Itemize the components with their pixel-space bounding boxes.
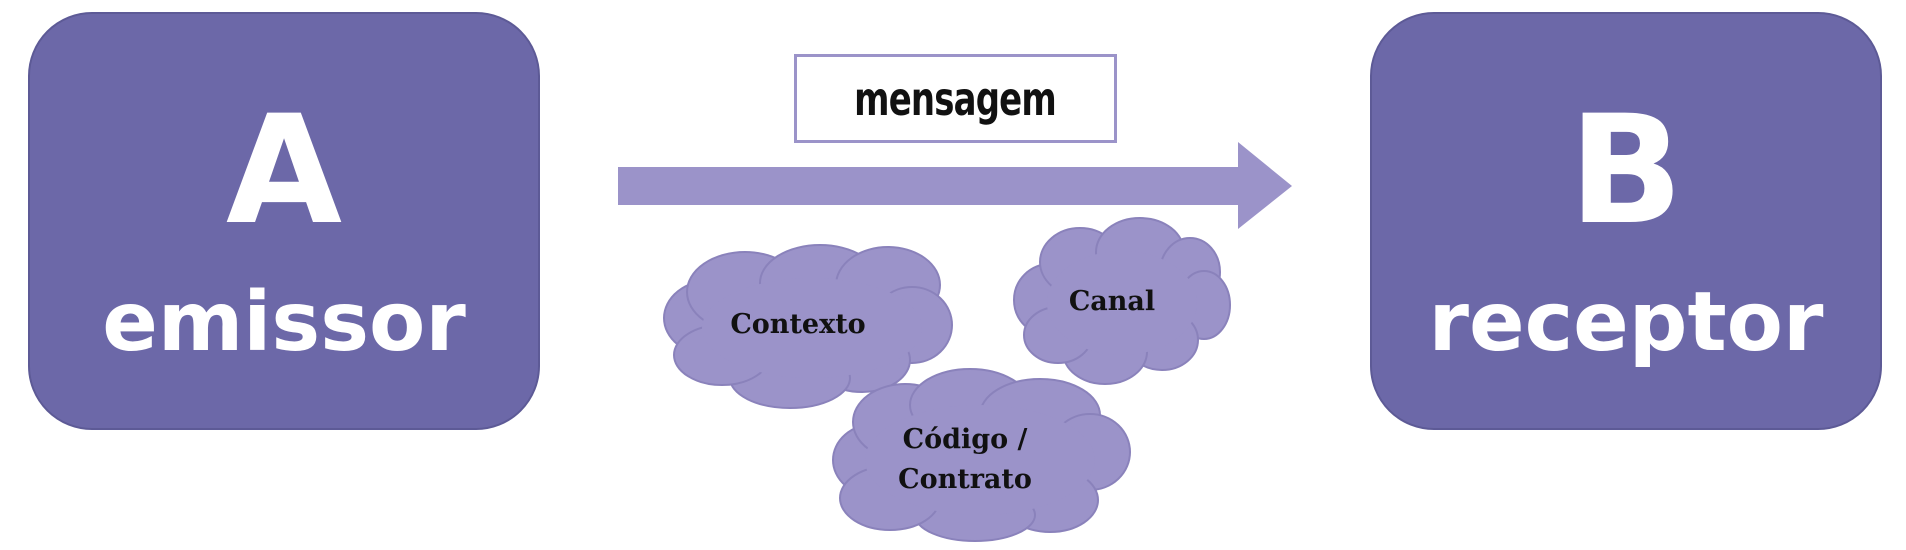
cloud-channel [1013,217,1231,385]
receiver-letter: B [1568,84,1684,258]
sender-box: A emissor [28,12,540,430]
message-label: mensagem [854,71,1058,126]
code-label-line2: Contrato [898,464,1032,495]
message-box: mensagem [794,54,1117,143]
channel-label: Canal [1068,286,1156,317]
message-arrow [618,142,1292,229]
context-label: Contexto [730,309,866,340]
code-label: Código / Contrato [860,420,1070,500]
cloud-context [663,244,953,409]
receiver-box: B receptor [1370,12,1882,430]
receiver-label: receptor [1428,275,1824,370]
sender-label: emissor [102,275,466,370]
cloud-code [832,368,1131,542]
code-label-line1: Código / [902,424,1028,455]
sender-letter: A [225,84,343,258]
